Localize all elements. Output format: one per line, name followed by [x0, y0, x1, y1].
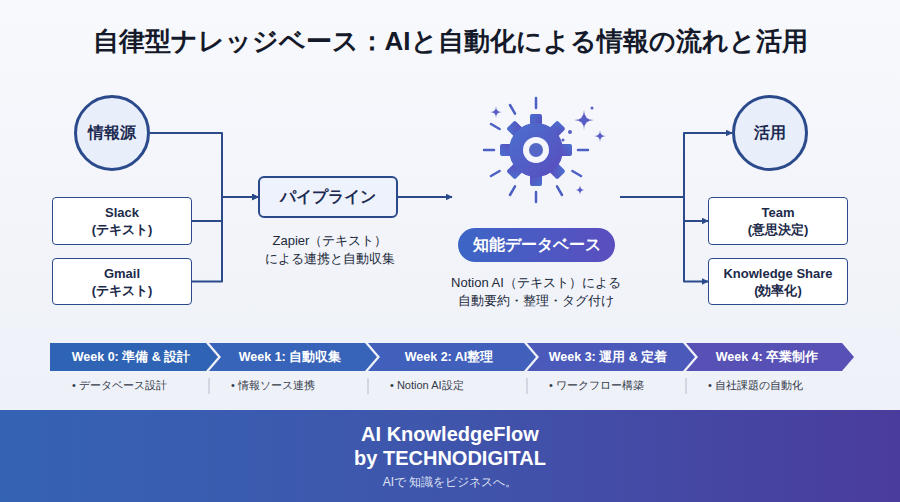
usage-circle: 活用	[732, 95, 808, 171]
week-chevron: Week 4: 卒業制作• 自社課題の自動化	[686, 343, 854, 371]
node-label: Week 3: 運用 & 定着	[533, 343, 683, 371]
chevron-shape	[527, 343, 695, 371]
separator-line	[209, 378, 210, 394]
gear-ray	[535, 192, 538, 202]
node-sublabel: • 自社課題の自動化	[708, 377, 803, 393]
week-chevron: Week 3: 運用 & 定着• ワークフロー構築	[527, 343, 695, 371]
usage-box: Knowledge Share(効率化)	[708, 258, 848, 305]
gear-ray	[484, 149, 494, 152]
circle-shape	[734, 97, 807, 170]
sparkles	[490, 106, 606, 195]
gear-ray	[535, 98, 538, 108]
pipeline-box: パイプラインZapier（テキスト） による連携と自動収集	[258, 176, 398, 218]
node-sublabel: (効率化)	[754, 282, 802, 299]
node-sublabel: • Notion AI設定	[390, 377, 464, 393]
flow-connector	[620, 197, 708, 221]
usage-box: Team(意思決定)	[708, 197, 848, 245]
gear-ray	[510, 186, 515, 195]
flow-connector	[192, 197, 258, 282]
node-sublabel: (テキスト)	[92, 282, 153, 299]
chevron-shape	[686, 343, 854, 371]
sparkle-dot	[568, 130, 572, 134]
gear-rays	[484, 98, 588, 202]
sparkle-star	[575, 185, 585, 195]
node-sublabel: Zapier（テキスト） による連携と自動収集	[240, 232, 420, 268]
flow-connector	[620, 197, 708, 282]
gear-ray	[510, 105, 515, 114]
node-label: パイプライン	[280, 187, 376, 208]
separator-line	[686, 378, 687, 394]
node-label: Team	[762, 204, 795, 221]
flow-connector	[398, 196, 452, 198]
timeline-separators	[209, 378, 686, 394]
week-chevron: Week 1: 自動収集• 情報ソース連携	[209, 343, 377, 371]
week-chevron: Week 2: AI整理• Notion AI設定	[368, 343, 536, 371]
gear-ray	[491, 171, 500, 176]
node-sublabel: • 情報ソース連携	[231, 377, 315, 393]
database-node: 知能データベースNotion AI（テキスト）による 自動要約・整理・タグ付け	[452, 120, 620, 274]
chevron-shape	[368, 343, 536, 371]
node-label: Week 1: 自動収集	[215, 343, 365, 371]
node-label: AI KnowledgeFlow by TECHNODIGITAL	[348, 422, 553, 470]
gear-icon	[484, 98, 588, 202]
node-label: Slack	[105, 204, 139, 221]
chevron-shape	[209, 343, 377, 371]
node-label: 知能データベース	[458, 228, 615, 262]
sparkle-star	[574, 110, 594, 130]
chevron-shape	[50, 343, 218, 371]
source-box: Gmail(テキスト)	[52, 258, 192, 305]
node-sublabel: Notion AI（テキスト）による 自動要約・整理・タグ付け	[428, 274, 644, 310]
diagram-title: 自律型ナレッジベース：AIと自動化による情報の流れと活用	[0, 24, 900, 58]
week-chevron: Week 0: 準備 & 設計• データベース設計	[50, 343, 218, 371]
gear-ray	[491, 124, 500, 129]
sparkle-star	[490, 106, 502, 118]
node-sublabel: AIで 知識をビジネスへ。	[383, 474, 518, 490]
node-label: 活用	[754, 123, 786, 144]
gear-ray	[578, 149, 588, 152]
sparkle-dot	[562, 139, 565, 142]
flow-connector	[620, 133, 732, 197]
sparkle-star	[594, 130, 606, 142]
node-sublabel: (意思決定)	[748, 221, 809, 238]
gear-ray	[557, 186, 562, 195]
node-label: Knowledge Share	[723, 265, 832, 282]
source-box: Slack(テキスト)	[52, 197, 192, 245]
gear-hole	[523, 137, 549, 163]
separator-line	[527, 378, 528, 394]
gear-teeth	[500, 114, 572, 186]
gear-core	[529, 143, 543, 157]
flow-connector	[192, 197, 258, 221]
node-label: Week 4: 卒業制作	[692, 343, 842, 371]
gear-ray	[572, 171, 581, 176]
separator-line	[368, 378, 369, 394]
footer-band: AI KnowledgeFlow by TECHNODIGITAL AIで 知識を…	[0, 410, 900, 502]
node-label: Week 2: AI整理	[374, 343, 524, 371]
node-label: 情報源	[88, 123, 136, 144]
node-sublabel: • ワークフロー構築	[549, 377, 644, 393]
node-label: Gmail	[104, 265, 140, 282]
pill-shape	[458, 228, 615, 262]
node-sublabel: (テキスト)	[92, 221, 153, 238]
circle-shape	[76, 97, 149, 170]
source-circle: 情報源	[74, 95, 150, 171]
sparkle-dot	[591, 107, 594, 110]
node-label: Week 0: 準備 & 設計	[56, 343, 206, 371]
gear-body	[509, 123, 563, 177]
flow-connector	[150, 133, 258, 197]
node-sublabel: • データベース設計	[72, 377, 167, 393]
